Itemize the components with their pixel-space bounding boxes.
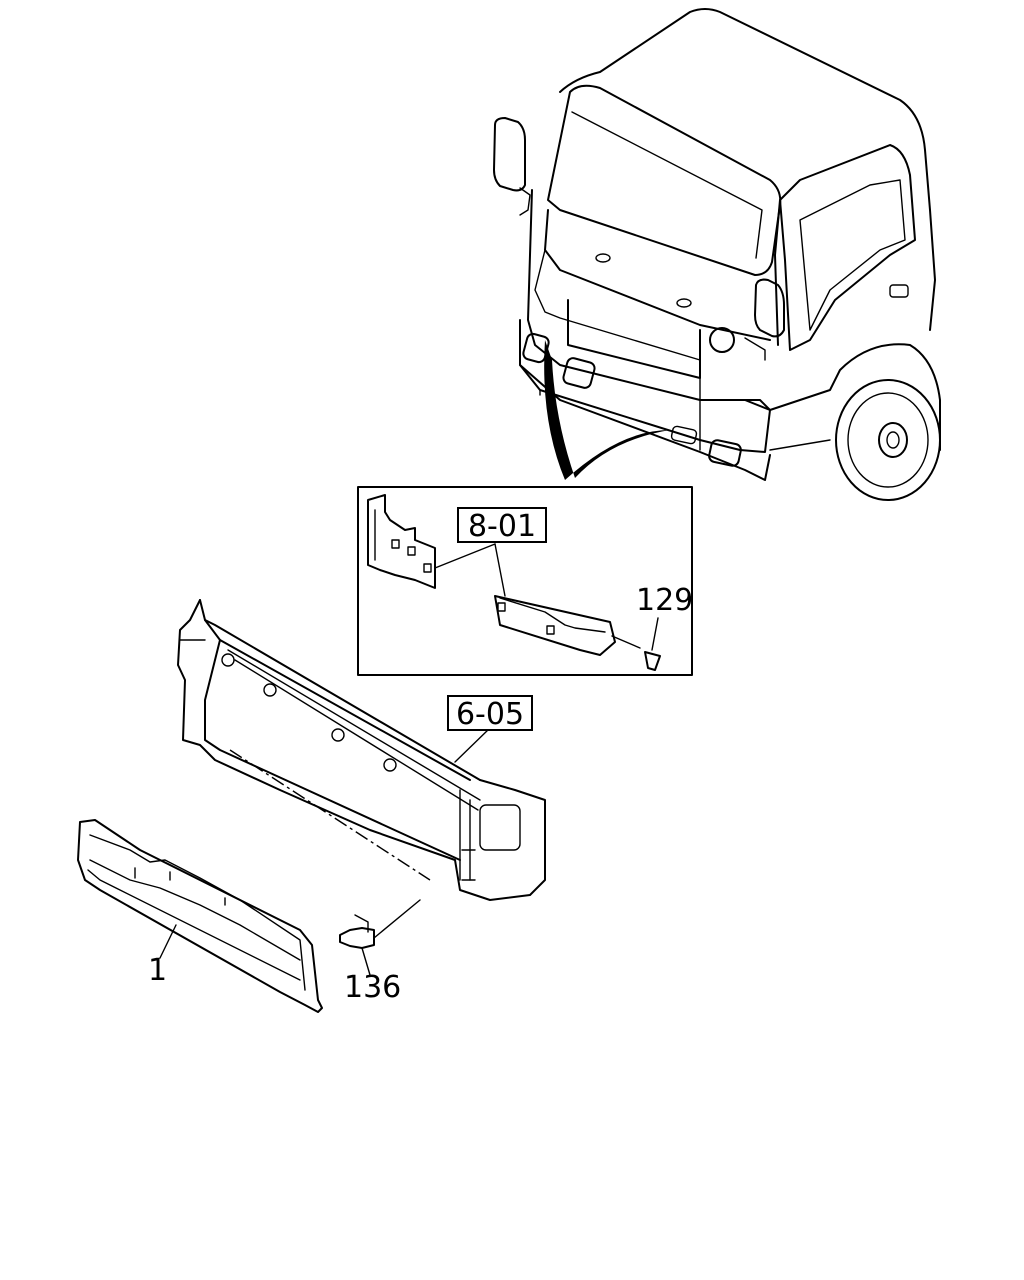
callout-8-01: 8-01 (457, 507, 547, 544)
callout-8-01-label: 8-01 (468, 509, 536, 544)
callout-1: 1 (148, 953, 167, 988)
callout-6-05: 6-05 (447, 695, 533, 732)
truck-cab-illustration (493, 8, 941, 501)
callout-129: 129 (636, 583, 693, 618)
bracket-detail-inset (357, 486, 693, 676)
bumper-assembly (77, 599, 546, 1013)
callout-136: 136 (344, 970, 401, 1005)
callout-6-05-label: 6-05 (456, 697, 524, 732)
